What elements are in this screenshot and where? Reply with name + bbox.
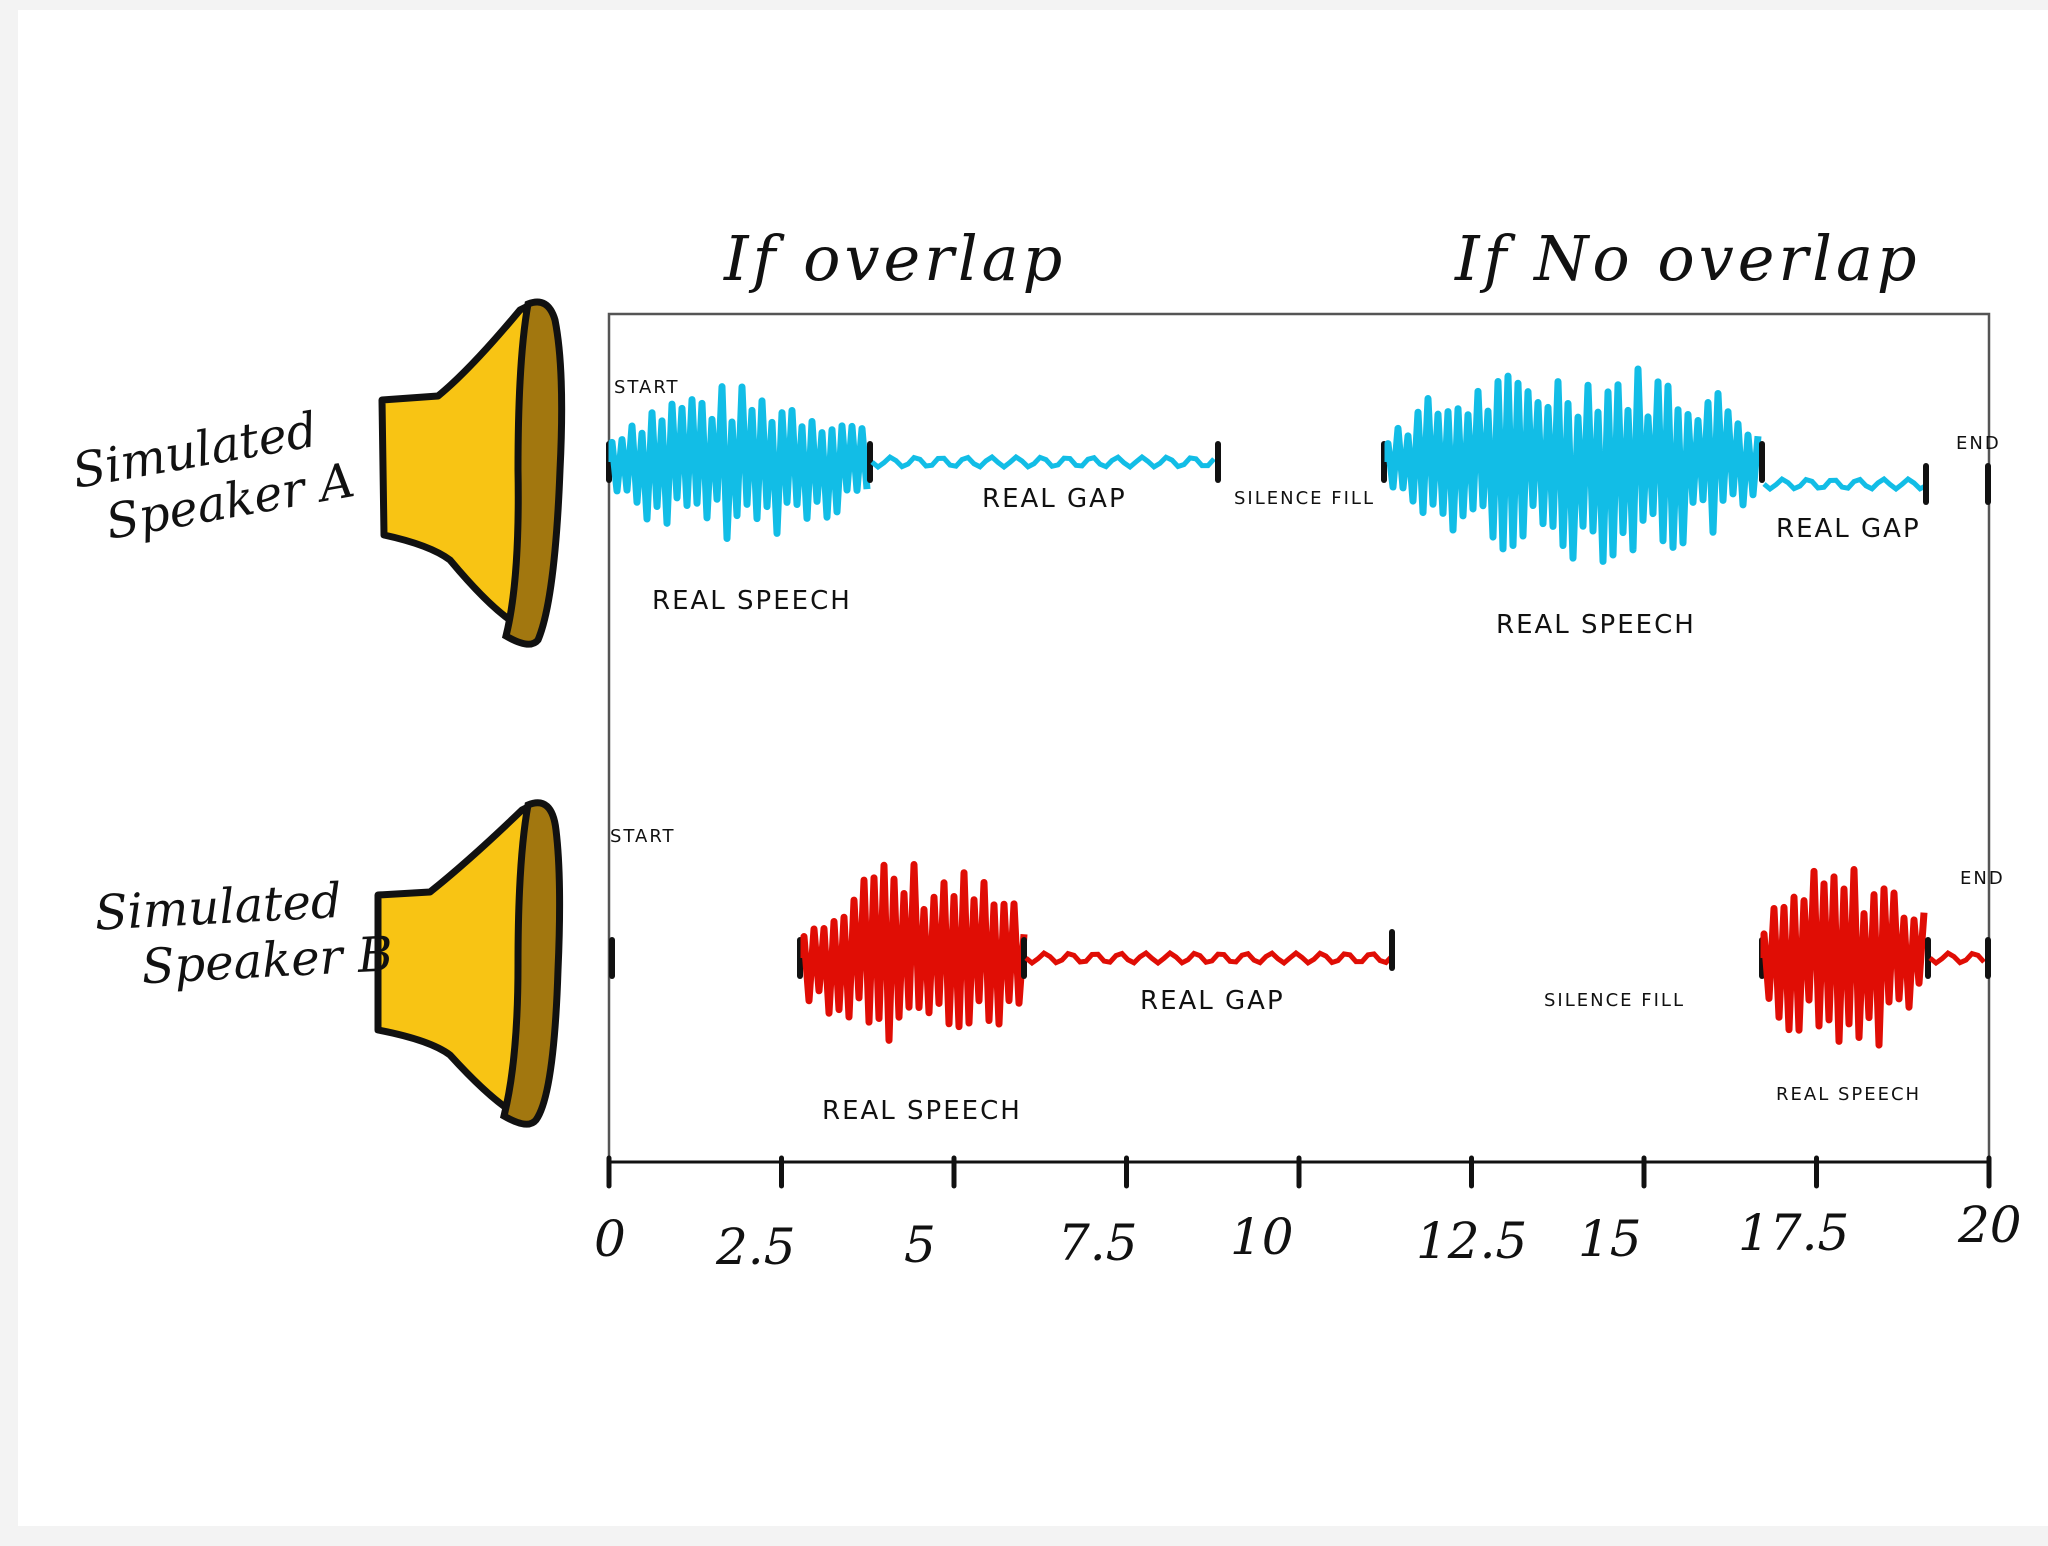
axis-tick-label: 10 [1230,1208,1294,1266]
speaker-b-speech-wave [1760,866,1928,1049]
time-axis [606,1155,1992,1189]
speaker-a-segment-label: REAL SPEECH [1496,610,1696,640]
speaker-a-icon [378,298,566,648]
axis-tick-label: 2.5 [716,1218,796,1276]
diagram-canvas: If overlap If No overlap Simulated Speak… [18,10,2048,1526]
diagram-drawing [374,298,1992,1189]
axis-tick-label: 7.5 [1058,1214,1138,1272]
speaker-a-segment-label: REAL GAP [1776,514,1921,544]
heading-overlap: If overlap [724,222,1067,295]
speaker-a-gap-wave [870,453,1216,471]
axis-tick-label: 17.5 [1738,1204,1850,1262]
speaker-b-start-label: START [610,826,676,847]
speaker-b-speech-wave [800,861,1028,1044]
axis-tick-label: 5 [904,1216,936,1274]
axis-tick-label: 15 [1578,1210,1642,1268]
speaker-a-segment-label: REAL GAP [982,484,1127,514]
speaker-b-segment-label: SILENCE FILL [1544,990,1685,1011]
speaker-a-speech-wave [1384,365,1762,565]
speaker-b-gap-wave [1928,950,1986,967]
axis-tick-label: 20 [1958,1196,2022,1254]
speaker-a-end-label: END [1956,433,2001,454]
speaker-a-start-label: START [614,377,680,398]
axis-tick-label: 12.5 [1416,1212,1528,1270]
speaker-b-segment-label: REAL GAP [1140,986,1285,1016]
axis-tick-label: 0 [594,1210,626,1268]
speaker-a-segment-label: SILENCE FILL [1234,488,1375,509]
speaker-a-gap-wave [1762,475,1928,493]
speaker-b-gap-wave [1024,949,1394,967]
speaker-b-icon [374,799,564,1128]
heading-no-overlap: If No overlap [1455,222,1921,295]
speaker-b-segment-label: REAL SPEECH [822,1096,1022,1126]
speaker-a-speech-wave [608,383,871,542]
speaker-b-end-label: END [1960,868,2005,889]
speaker-a-segment-label: REAL SPEECH [652,586,852,616]
speaker-b-segment-label: REAL SPEECH [1776,1084,1922,1105]
speaker-b-label: Simulated Speaker B [93,870,394,997]
